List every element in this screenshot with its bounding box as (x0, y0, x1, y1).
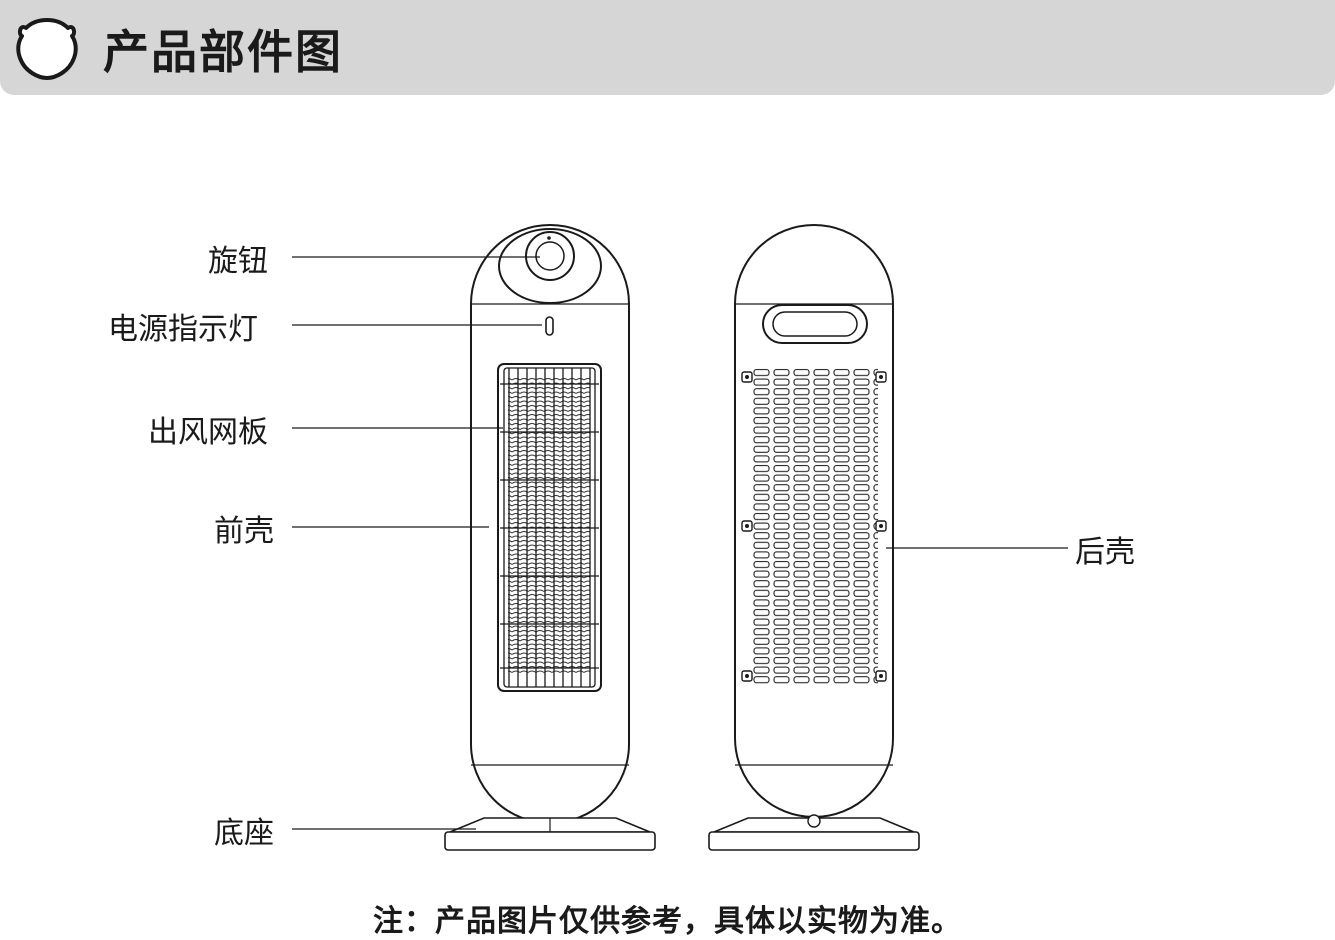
label-front-shell: 前壳 (214, 514, 274, 549)
front-base (444, 817, 656, 851)
rear-vent-grid (752, 368, 878, 685)
leader-lines (292, 256, 1068, 830)
header-bar: 产品部件图 (0, 0, 1335, 95)
bear-icon (16, 18, 78, 80)
power-indicator-light (545, 316, 554, 336)
label-knob: 旋钮 (208, 244, 268, 279)
label-rear-shell: 后壳 (1075, 535, 1135, 570)
rear-base (708, 814, 920, 851)
label-base: 底座 (214, 816, 274, 851)
front-unit (444, 224, 656, 851)
page-title: 产品部件图 (103, 25, 343, 79)
disclaimer-note: 注：产品图片仅供参考，具体以实物为准。 (373, 904, 962, 939)
label-outlet-grille: 出风网板 (148, 415, 268, 450)
rear-unit (708, 224, 920, 851)
label-power-indicator: 电源指示灯 (108, 312, 258, 347)
